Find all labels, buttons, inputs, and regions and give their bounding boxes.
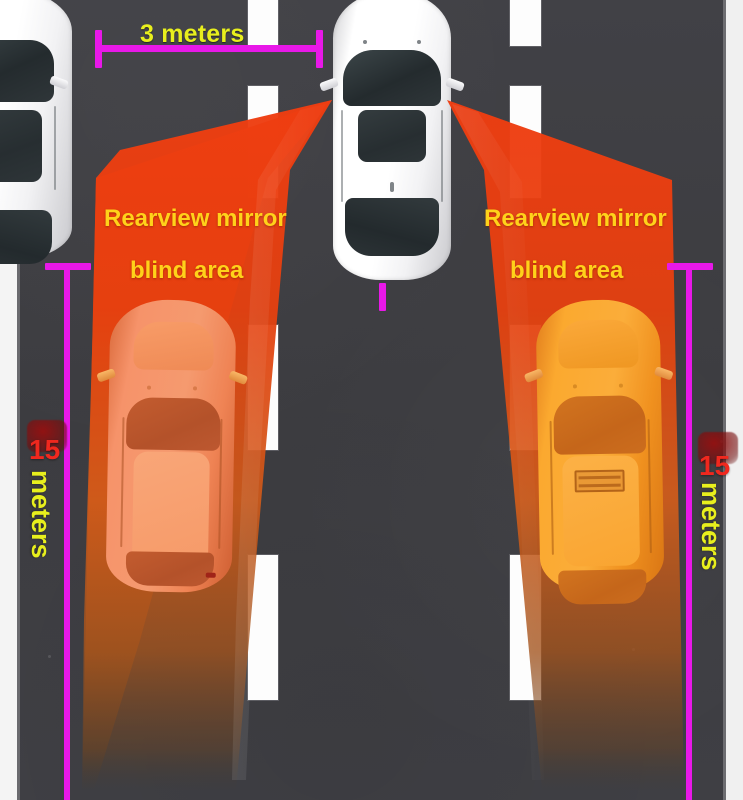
lane-dash-right [510, 86, 541, 198]
roof-sensor-dot-right [417, 40, 421, 44]
lane-dash-left [248, 86, 278, 198]
depth-badge-right [698, 432, 738, 464]
depth-number-left: 15 [29, 434, 61, 465]
door-seam-right [441, 110, 443, 202]
roof-taxi-sign [574, 469, 625, 493]
depth-badge-left [27, 420, 67, 452]
windshield [343, 50, 441, 106]
roof-sensor-dot-left [146, 385, 152, 390]
windshield [0, 40, 54, 102]
label-blind-area-left: Rearview mirror blind area [104, 193, 287, 297]
ego-car [319, 0, 465, 280]
lane-dash-right [510, 555, 541, 700]
lane-dash-left [248, 0, 278, 46]
blind-area-left-line1: Rearview mirror [104, 205, 287, 232]
rear-window [125, 551, 215, 587]
roof-sensor-dot-left [363, 40, 367, 44]
rear-window [558, 569, 647, 605]
blind-spot-car-left [96, 298, 249, 594]
hood-panel [133, 321, 215, 371]
roof-sensor-dot-right [618, 383, 623, 388]
label-blind-area-right: Rearview mirror blind area [484, 193, 667, 297]
blind-area-right-line2: blind area [510, 257, 624, 284]
blind-spot-car-right [523, 298, 674, 605]
blind-area-left-line2: blind area [130, 257, 244, 284]
lane-dash-left [248, 325, 278, 450]
dim-tick-right [316, 30, 323, 68]
depth-number-right: 15 [699, 450, 731, 481]
dim-line-vertical-right [686, 263, 692, 800]
blind-area-right-line1: Rearview mirror [484, 205, 667, 232]
windshield [125, 397, 221, 451]
trunk-handle [390, 182, 394, 192]
rear-window [0, 210, 52, 264]
adjacent-car-left-edge [0, 0, 72, 264]
roof-panel [0, 110, 42, 182]
dim-line-vertical-left [64, 263, 70, 800]
depth-unit-left: meters [26, 470, 56, 559]
lane-dash-left [248, 555, 278, 700]
depth-unit-right: meters [696, 482, 726, 571]
door-seam [54, 106, 56, 190]
roof-sensor-dot-right [192, 386, 198, 391]
dim-tick-left [95, 30, 102, 68]
roof-sensor-dot-left [572, 384, 577, 389]
hood-panel [557, 319, 639, 369]
center-reference-tick [379, 283, 386, 311]
dim-line-horizontal [95, 45, 323, 52]
label-3-meters: 3 meters [140, 20, 245, 48]
door-seam-left [341, 110, 343, 202]
windshield [553, 395, 647, 455]
rear-window [345, 198, 439, 256]
taillight [205, 572, 216, 578]
lane-dash-right [510, 0, 541, 46]
roof-panel [358, 110, 426, 162]
